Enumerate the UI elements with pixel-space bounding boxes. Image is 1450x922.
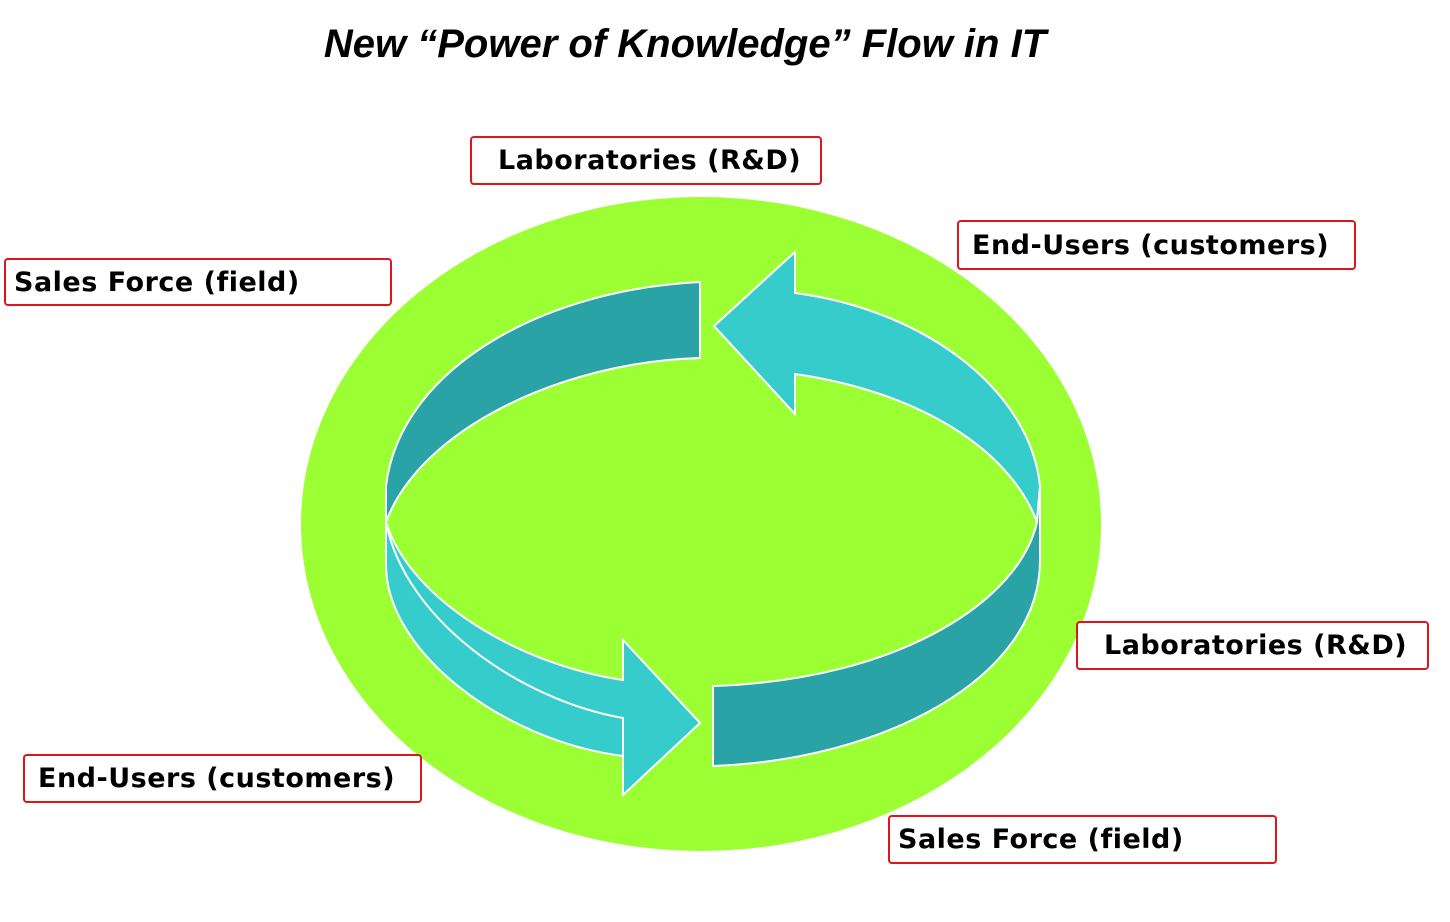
label-sales-force-right: Sales Force (field) bbox=[888, 815, 1277, 864]
label-laboratories-right: Laboratories (R&D) bbox=[1076, 621, 1429, 670]
top-right-arrow bbox=[712, 249, 1042, 523]
label-end-users-top: End-Users (customers) bbox=[957, 220, 1356, 270]
label-sales-force-left: Sales Force (field) bbox=[4, 258, 392, 306]
label-end-users-left: End-Users (customers) bbox=[23, 754, 422, 803]
bottom-left-arrow bbox=[385, 486, 702, 798]
label-laboratories-top: Laboratories (R&D) bbox=[470, 136, 822, 185]
bottom-right-band bbox=[712, 485, 1041, 768]
diagram-title: New “Power of Knowledge” Flow in IT bbox=[323, 22, 1047, 66]
